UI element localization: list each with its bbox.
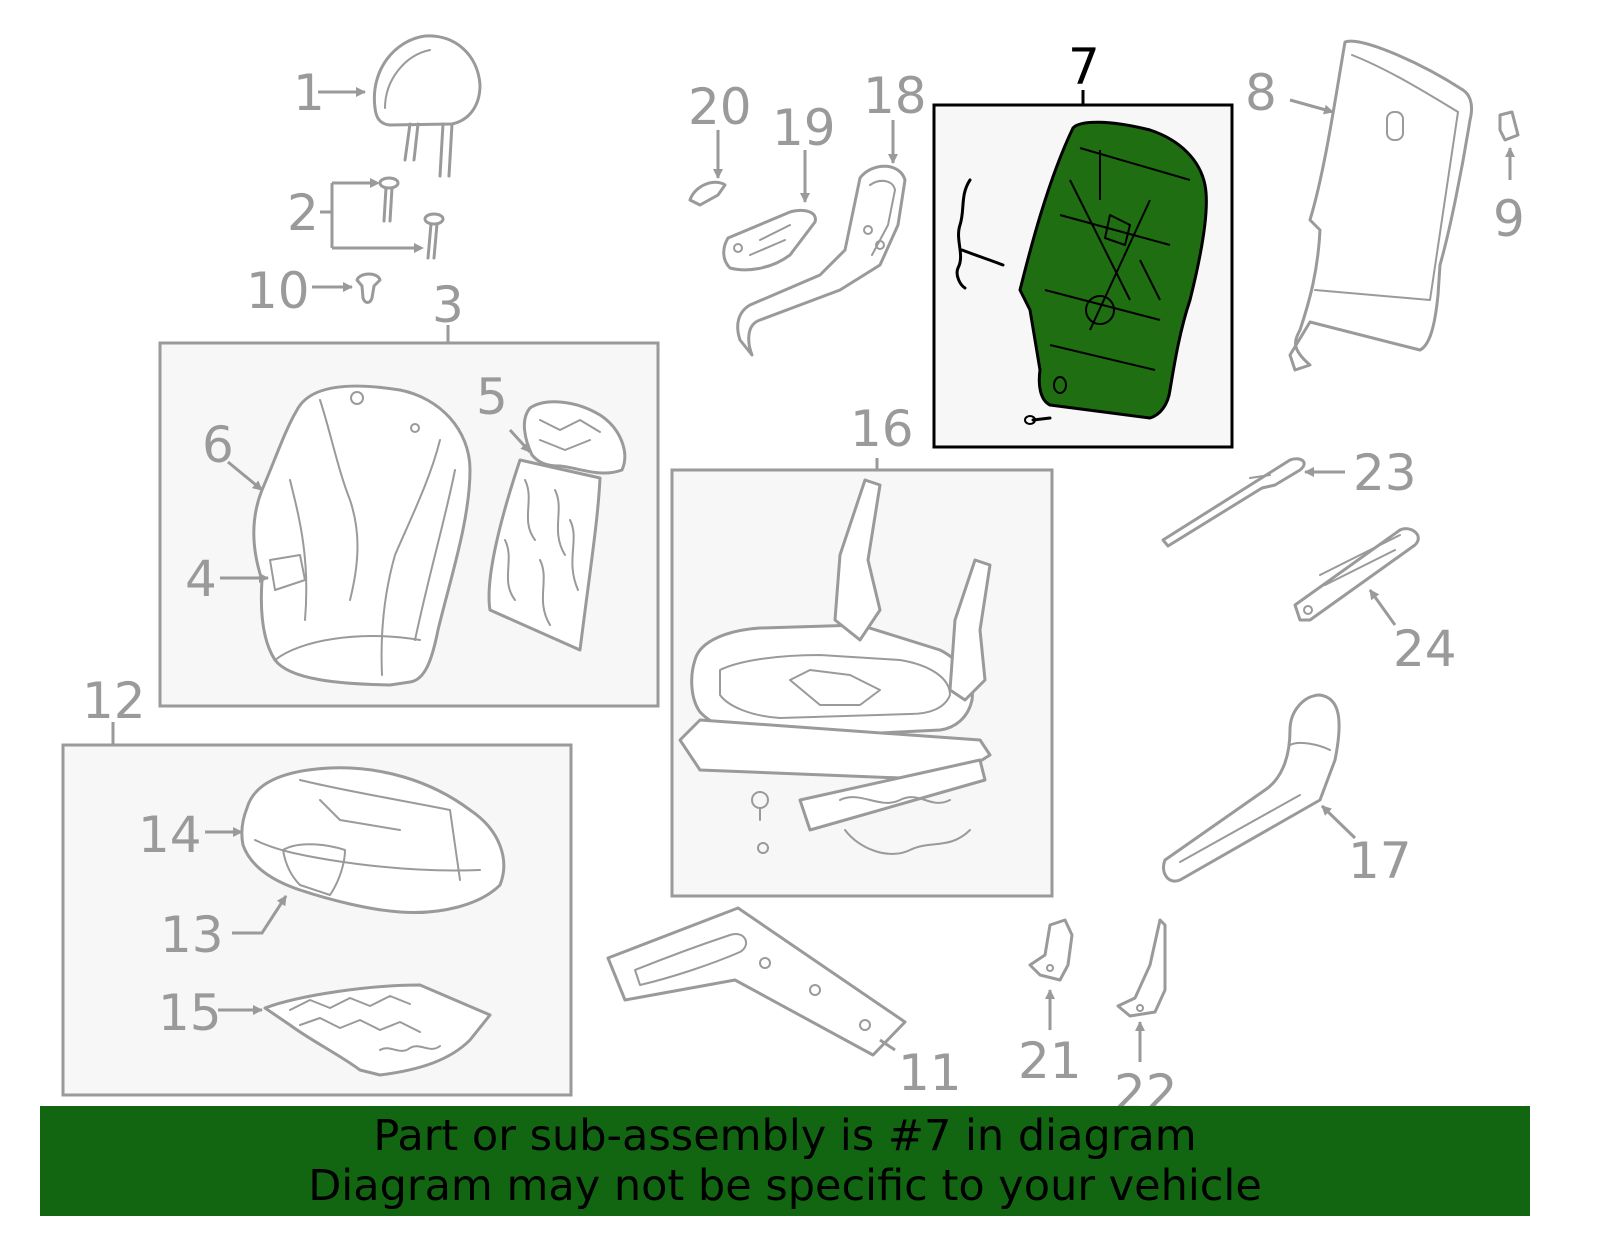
callout-20: 20 (688, 78, 752, 136)
info-banner: Part or sub-assembly is #7 in diagram Di… (40, 1106, 1530, 1216)
part-7-seatback-frame (955, 120, 1208, 425)
part-23-strip (1161, 457, 1306, 548)
banner-line-1: Part or sub-assembly is #7 in diagram (373, 1111, 1197, 1161)
part-18-hinge-cover (736, 164, 907, 357)
callout-19: 19 (772, 99, 836, 157)
callout-16: 16 (850, 400, 914, 458)
callout-9: 9 (1493, 190, 1525, 248)
callout-1: 1 (293, 64, 325, 122)
callout-8: 8 (1245, 64, 1277, 122)
banner-line-2: Diagram may not be specific to your vehi… (308, 1161, 1262, 1211)
callout-3: 3 (432, 276, 464, 334)
part-22-bracket (1116, 918, 1167, 1018)
part-14-cushion-cover (240, 766, 506, 914)
callout-2: 2 (287, 184, 319, 242)
part-24-strip (1293, 527, 1420, 622)
callout-23: 23 (1353, 444, 1417, 502)
callout-11: 11 (898, 1044, 962, 1102)
part-16-seat-frame (678, 478, 992, 855)
part-21-bracket (1028, 918, 1074, 982)
part-1-headrest (372, 34, 482, 178)
callout-13: 13 (160, 906, 224, 964)
part-6-seatback-cover (252, 384, 472, 687)
callout-14: 14 (138, 806, 202, 864)
part-17-side-cover (1162, 693, 1341, 883)
part-20-clip (688, 180, 727, 207)
callout-17: 17 (1348, 832, 1412, 890)
callout-18: 18 (863, 67, 927, 125)
callout-7: 7 (1068, 38, 1100, 96)
callout-10: 10 (246, 262, 310, 320)
part-8-back-panel (1288, 39, 1473, 372)
callout-5: 5 (476, 368, 508, 426)
callout-21: 21 (1018, 1032, 1082, 1090)
callout-6: 6 (202, 416, 234, 474)
callout-15: 15 (158, 984, 222, 1042)
part-10-clip (355, 272, 382, 304)
part-2-bolts (378, 176, 445, 260)
callout-12: 12 (82, 672, 146, 730)
callout-4: 4 (185, 550, 217, 608)
part-9-clip (1498, 110, 1520, 142)
part-15-pad (263, 983, 492, 1077)
callout-24: 24 (1393, 620, 1457, 678)
part-5-pad (487, 400, 627, 652)
part-19-cover (722, 208, 817, 272)
part-11-rail (606, 906, 907, 1057)
